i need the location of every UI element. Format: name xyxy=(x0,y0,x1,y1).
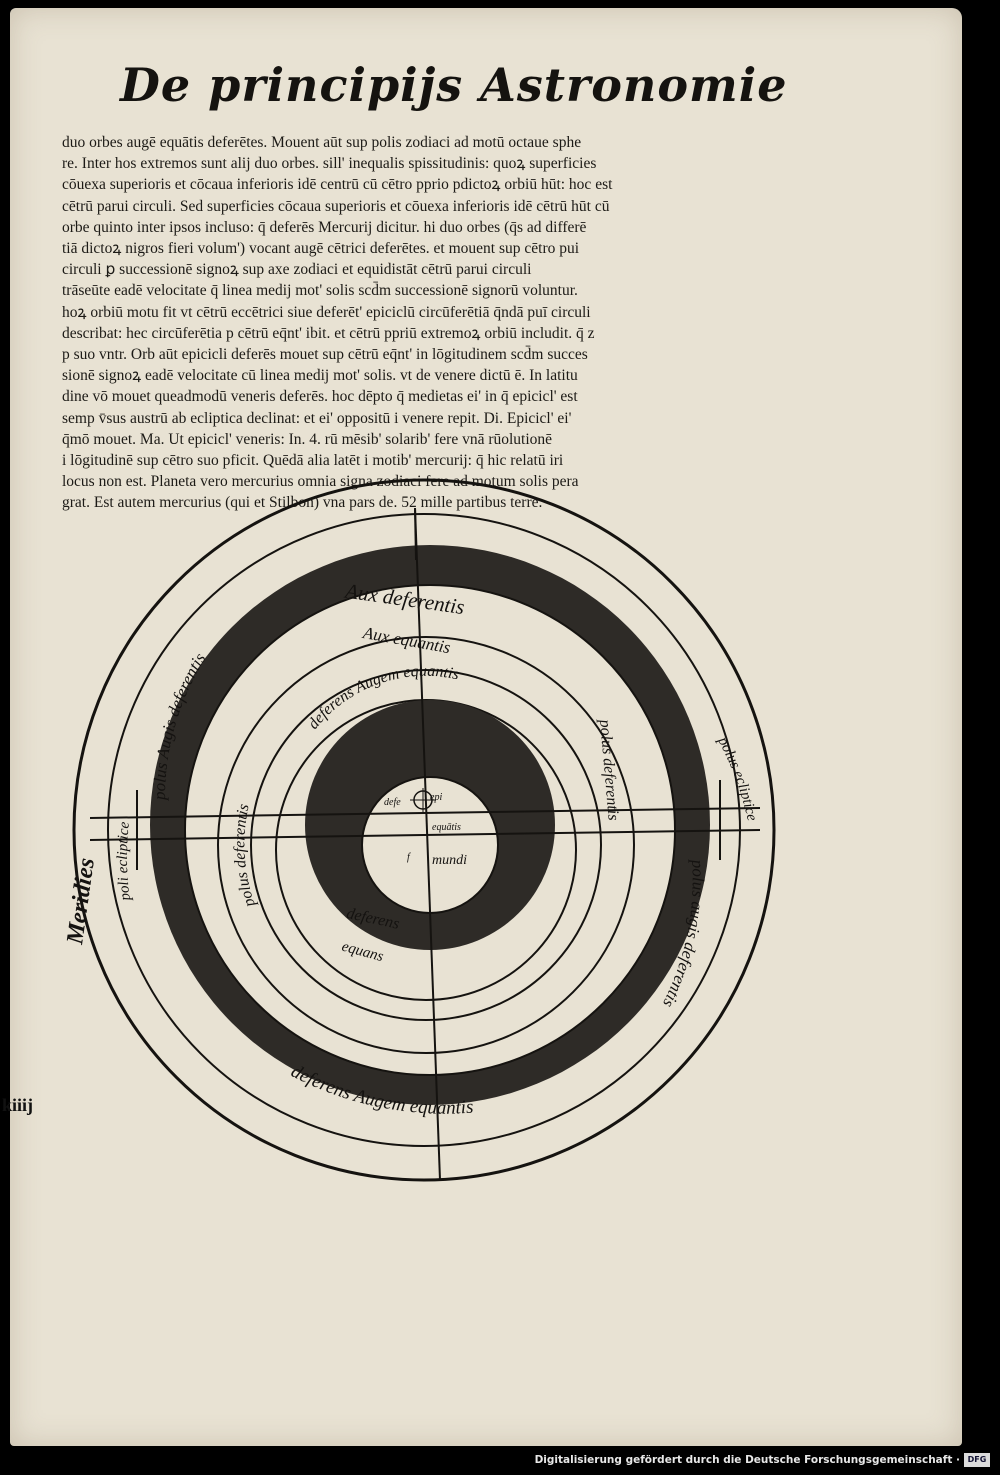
folio-signature: kiiij xyxy=(2,1095,34,1115)
equans-ring xyxy=(275,699,577,1001)
label-centrum-deferentis: defe xyxy=(384,797,401,808)
text-line: sionē signoꝝ eadē velocitate cū linea me… xyxy=(62,367,578,385)
dfg-logo: DFG xyxy=(964,1453,990,1467)
label-centrum-epicicli: epi xyxy=(430,792,442,803)
text-line: tiā dictoꝝ nigros fieri volum') vocant a… xyxy=(62,240,580,258)
deferens-ring xyxy=(250,669,602,1021)
horizontal-axis-upper xyxy=(89,807,761,819)
text-line: trāseūte eadē velocitate q̄ linea medij … xyxy=(62,282,578,300)
text-line: locus non est. Planeta vero mercurius om… xyxy=(62,473,579,491)
page-title: De principijs Astronomie xyxy=(120,58,788,112)
text-line: q̄mō mouet. Ma. Ut epicicl' veneris: In.… xyxy=(62,430,553,448)
label-meridies: Meridies xyxy=(62,856,100,946)
text-line: orbe quinto inter ipsos incluso: q̄ defe… xyxy=(62,218,587,236)
aux-equantis-ring xyxy=(217,636,635,1054)
text-line: p suo vntr. Orb aūt epicicli deferēs mou… xyxy=(62,346,588,364)
text-line: circuli ꝑ successionē signoꝝ sup axe zod… xyxy=(62,261,532,279)
text-line: cōuexa superioris et cōcaua inferioris i… xyxy=(62,176,613,194)
label-poli-ecliptice: poli ecliptice xyxy=(115,821,134,903)
text-line: duo orbes augē equātis deferētes. Mouent… xyxy=(62,134,582,151)
text-line: dine vō mouet queadmodū veneris deferēs.… xyxy=(62,388,578,406)
outer-ring xyxy=(72,478,776,1182)
text-line: cētrū parui circuli. Sed superficies cōc… xyxy=(62,197,610,215)
text-line: semp v̄sus austrū ab ecliptica declinat:… xyxy=(62,409,572,427)
label-centrum-equantis: equātis xyxy=(432,822,461,833)
vertical-axis-top xyxy=(414,507,417,561)
footer-credit: Digitalisierung gefördert durch die Deut… xyxy=(534,1454,960,1466)
text-line: re. Inter hos extremos sunt alij duo orb… xyxy=(62,155,597,173)
text-line: describat: hec circūferētia p cētrū eq̄n… xyxy=(62,324,595,342)
horizontal-axis-lower xyxy=(89,829,761,841)
text-line: hoꝝ orbiū motu fit vt cētrū eccētrici si… xyxy=(62,303,591,321)
label-mundi: mundi xyxy=(432,853,467,868)
body-text: duo orbes augē equātis deferētes. Mouent… xyxy=(62,132,792,514)
label-f-mark: f xyxy=(407,852,411,863)
text-line: i lōgitudinē sup cētro suo pficit. Quēdā… xyxy=(62,452,564,470)
vertical-axis xyxy=(414,507,441,1180)
footer-bar: Digitalisierung gefördert durch die Deut… xyxy=(0,1446,1000,1475)
